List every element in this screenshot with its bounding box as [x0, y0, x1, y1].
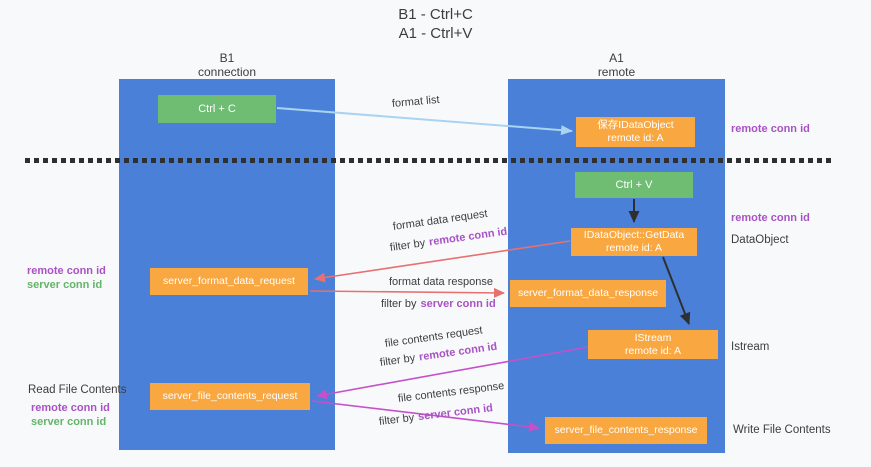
diagram-title: B1 - Ctrl+C A1 - Ctrl+V — [0, 5, 871, 43]
server-conn-id-label-left-2: server conn id — [31, 416, 107, 428]
node-ctrl-c: Ctrl + C — [158, 95, 276, 123]
server-conn-id-label-left-1: server conn id — [27, 279, 103, 291]
left-conn-id-block-1: remote conn id server conn id — [27, 264, 106, 292]
format-data-response-arrow — [309, 287, 505, 298]
filter-remote-conn-id: remote conn id — [428, 225, 508, 249]
filter-server-conn-id: server conn id — [417, 402, 494, 424]
save-idataobject-line1: 保存IDataObject — [597, 119, 674, 131]
filter-by-text: filter by — [379, 352, 416, 369]
server-format-data-response-label: server_format_data_response — [517, 287, 659, 299]
node-save-idataobject: 保存IDataObject remote id: A — [576, 117, 695, 147]
write-file-contents-label: Write File Contents — [733, 424, 831, 436]
phase-divider-dashed-line — [25, 158, 832, 163]
lane-header-a1: A1 remote — [508, 51, 725, 79]
remote-conn-id-label-mid-right: remote conn id — [731, 212, 810, 224]
filter-by-text: filter by — [389, 237, 426, 254]
filter-by-text: filter by — [381, 298, 417, 310]
node-istream: IStream remote id: A — [588, 330, 718, 359]
lane-header-b1: B1 connection — [119, 51, 335, 79]
ctrl-v-label: Ctrl + V — [615, 178, 653, 191]
read-file-contents-label: Read File Contents — [28, 384, 127, 396]
lane-b1-subtitle: connection — [197, 65, 257, 79]
save-idataobject-line2: remote id: A — [607, 132, 664, 144]
getdata-line2: remote id: A — [605, 242, 663, 254]
istream-line2: remote id: A — [624, 344, 682, 357]
server-file-contents-response-label: server_file_contents_response — [554, 424, 698, 436]
node-server-format-data-request: server_format_data_request — [150, 268, 308, 295]
istream-line1: IStream — [634, 331, 672, 344]
filter-remote-conn-id: remote conn id — [418, 340, 498, 364]
filter-server-conn-id: server conn id — [420, 298, 496, 310]
title-line-2: A1 - Ctrl+V — [398, 25, 473, 42]
node-server-file-contents-request: server_file_contents_request — [150, 383, 310, 410]
node-idataobject-getdata: IDataObject::GetData remote id: A — [571, 228, 697, 256]
istream-side-label: Istream — [731, 341, 770, 353]
server-file-contents-request-label: server_file_contents_request — [162, 390, 298, 402]
node-server-format-data-response: server_format_data_response — [510, 280, 666, 307]
title-line-1: B1 - Ctrl+C — [398, 6, 473, 23]
ctrl-c-label: Ctrl + C — [198, 102, 236, 115]
getdata-line1: IDataObject::GetData — [583, 229, 685, 241]
format-list-label: format list — [391, 93, 441, 110]
node-server-file-contents-response: server_file_contents_response — [545, 417, 707, 444]
remote-conn-id-label-top-right: remote conn id — [731, 123, 810, 135]
remote-conn-id-label-left-1: remote conn id — [27, 265, 106, 277]
lane-a1-subtitle: remote — [597, 65, 636, 79]
remote-conn-id-label-left-2: remote conn id — [31, 402, 110, 414]
filter-by-text: filter by — [378, 411, 415, 428]
file-contents-response-label: file contents response — [397, 380, 505, 405]
server-format-data-request-label: server_format_data_request — [163, 275, 295, 287]
format-data-response-label: format data response — [389, 276, 493, 288]
lane-b1-title: B1 — [219, 51, 235, 65]
lane-a1-title: A1 — [609, 51, 624, 65]
dataobject-label: DataObject — [731, 234, 789, 246]
left-conn-id-block-2: remote conn id server conn id — [31, 401, 110, 429]
node-ctrl-v: Ctrl + V — [575, 172, 693, 198]
